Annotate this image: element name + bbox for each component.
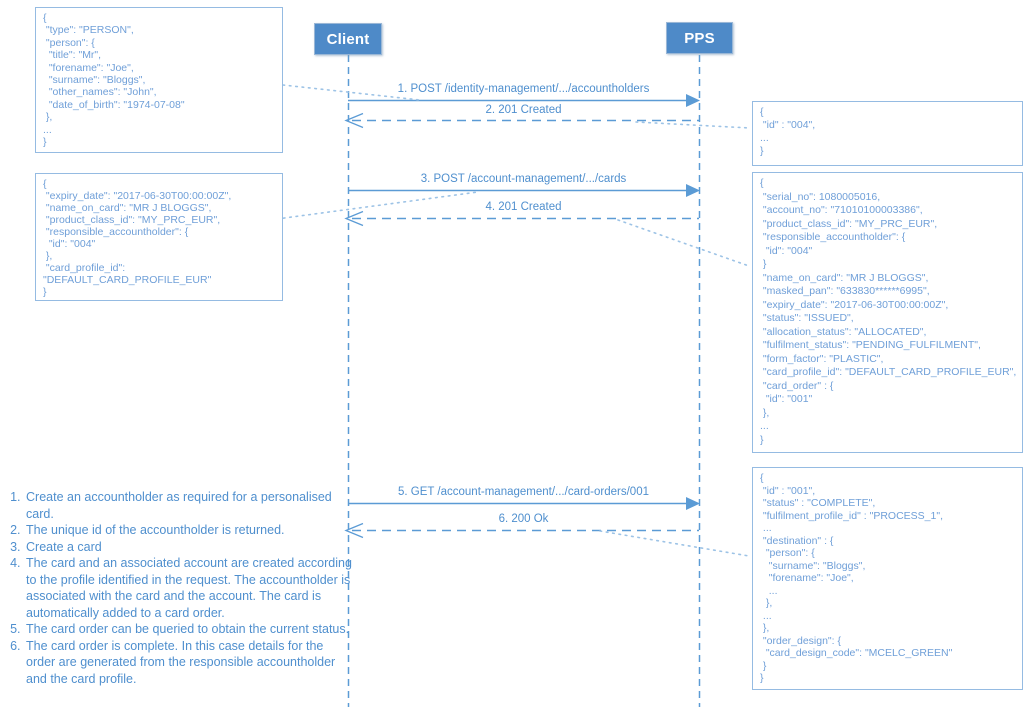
actor-pps-label: PPS (684, 29, 715, 47)
note-card-order-response: { "id" : "001", "status" : "COMPLETE", "… (752, 467, 1023, 690)
step-note-6: The card order is complete. In this case… (24, 638, 356, 688)
actor-pps: PPS (666, 22, 733, 54)
step-note-2: The unique id of the accountholder is re… (24, 522, 356, 539)
message-4-arrow (344, 210, 699, 227)
message-6-label: 6. 200 Ok (498, 513, 549, 525)
message-3-label: 3. POST /account-management/.../cards (420, 173, 627, 185)
step-note-4: The card and an associated account are c… (24, 555, 356, 621)
connector-card-response (617, 219, 750, 267)
message-1-label: 1. POST /identity-management/.../account… (397, 83, 650, 95)
message-6-arrow (344, 522, 699, 539)
actor-client: Client (314, 23, 382, 55)
step-note-5: The card order can be queried to obtain … (24, 621, 356, 638)
message-3-arrow (348, 184, 700, 197)
note-accountholder-request: { "type": "PERSON", "person": { "title":… (35, 7, 283, 153)
connector-card-order-response (599, 530, 750, 557)
connector-accountholder-response (635, 121, 751, 129)
message-4-label: 4. 201 Created (485, 201, 562, 213)
step-note-3: Create a card (24, 539, 356, 556)
actor-client-label: Client (326, 30, 370, 48)
message-5-arrow (348, 497, 700, 510)
step-notes-list: Create an accountholder as required for … (6, 489, 356, 687)
note-accountholder-response: { "id" : "004", ... } (752, 101, 1023, 166)
message-5-label: 5. GET /account-management/.../card-orde… (398, 486, 649, 498)
step-note-1: Create an accountholder as required for … (24, 489, 356, 522)
note-card-request: { "expiry_date": "2017-06-30T00:00:00Z",… (35, 173, 283, 301)
note-card-response: { "serial_no": 1080005016, "account_no":… (752, 172, 1023, 453)
message-2-label: 2. 201 Created (485, 104, 562, 116)
